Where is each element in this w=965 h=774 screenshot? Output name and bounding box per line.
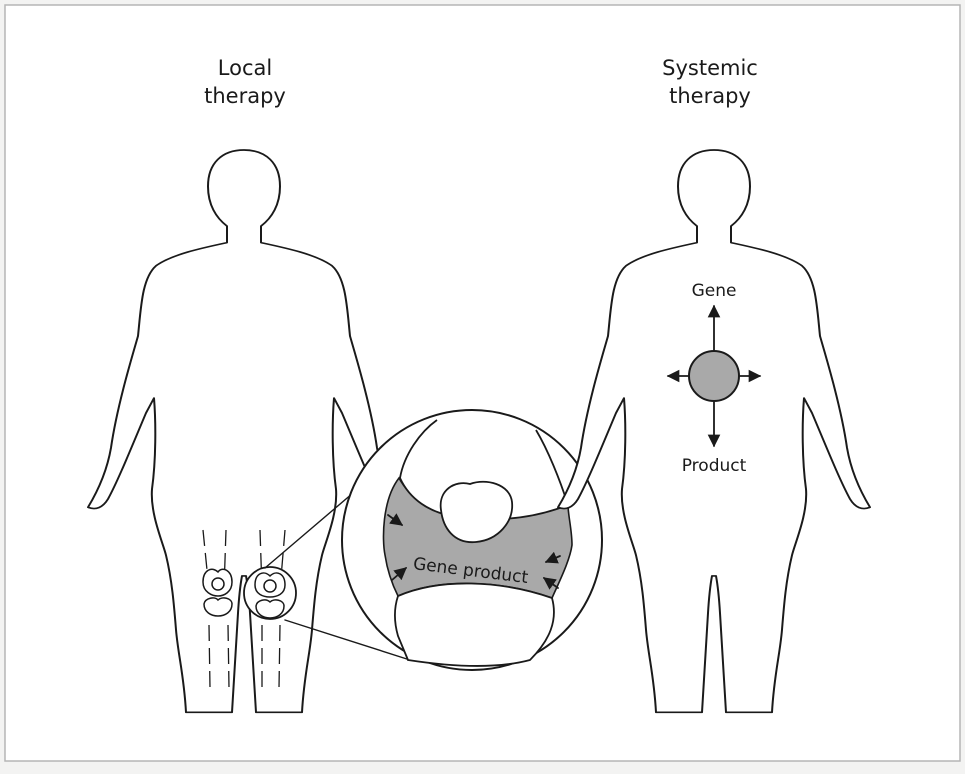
systemic-therapy-title-line2: therapy bbox=[669, 84, 751, 108]
gene-source-circle bbox=[689, 351, 739, 401]
magnified-knee-inset: Gene product bbox=[342, 410, 602, 670]
systemic-therapy-title-line1: Systemic bbox=[662, 56, 758, 80]
tibia-plateau bbox=[395, 583, 554, 666]
local-therapy-title-line1: Local bbox=[218, 56, 272, 80]
magnified-knee-source bbox=[244, 567, 296, 619]
gene-label: Gene bbox=[692, 281, 737, 301]
product-label: Product bbox=[682, 456, 747, 476]
left-knee-joint bbox=[203, 569, 232, 616]
local-therapy-title-line2: therapy bbox=[204, 84, 286, 108]
